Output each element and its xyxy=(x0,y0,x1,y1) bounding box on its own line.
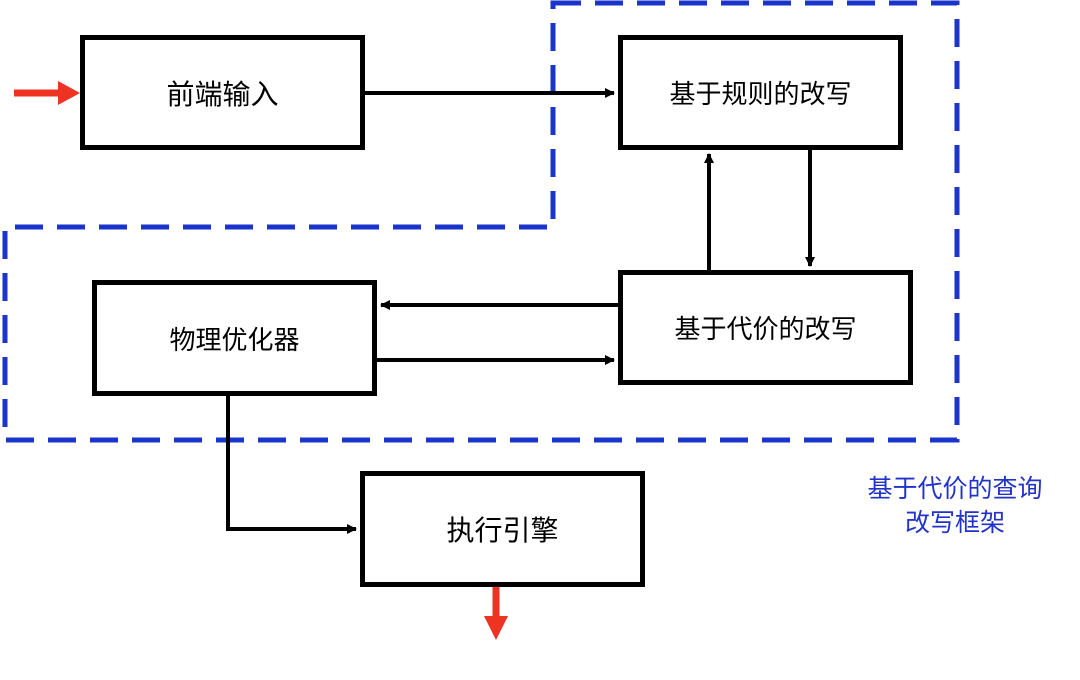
framework-label: 基于代价的查询 改写框架 xyxy=(850,472,1060,540)
output-arrow xyxy=(484,587,508,640)
rule-based-rewrite-label: 基于规则的改写 xyxy=(669,80,852,110)
execution-engine-label: 执行引擎 xyxy=(446,514,559,547)
cost-based-rewrite-box: 基于代价的改写 xyxy=(618,270,913,385)
cost-based-rewrite-framework-outline xyxy=(2,0,960,443)
frontend-input-box: 前端输入 xyxy=(80,35,365,150)
execution-engine-box: 执行引擎 xyxy=(360,471,645,587)
rule-based-rewrite-box: 基于规则的改写 xyxy=(618,35,903,150)
arrow-physical-optimizer-to-execution-engine xyxy=(226,396,357,534)
framework-label-line1: 基于代价的查询 xyxy=(867,474,1043,503)
framework-label-line2: 改写框架 xyxy=(904,508,1005,537)
cost-based-rewrite-label: 基于代价的改写 xyxy=(674,315,857,345)
physical-optimizer-box: 物理优化器 xyxy=(92,280,377,396)
physical-optimizer-label: 物理优化器 xyxy=(169,325,300,356)
input-arrow xyxy=(14,81,80,105)
frontend-input-label: 前端输入 xyxy=(166,77,279,111)
